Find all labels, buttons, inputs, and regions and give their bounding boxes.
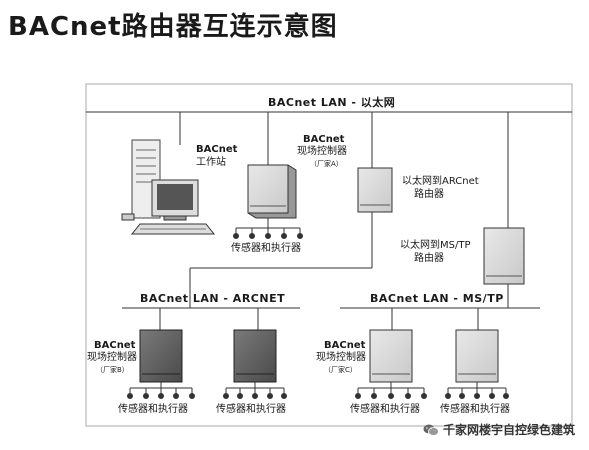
router-mstp-label-1: 以太网到MS/TP	[400, 240, 471, 251]
sensors-bottom	[127, 382, 509, 399]
controller-b-vendor: （厂家B）	[96, 366, 129, 374]
controller-b-label-2: 现场控制器	[87, 352, 137, 363]
sensors-b2-label: 传感器和执行器	[216, 404, 286, 415]
arcnet-label: BACnet LAN - ARCNET	[140, 292, 286, 305]
page-title: BACnet路由器互连示意图	[8, 12, 338, 42]
sensors-b-label: 传感器和执行器	[118, 404, 188, 415]
controller-c2-box	[455, 329, 499, 383]
router-arcnet-label-2: 路由器	[414, 189, 444, 200]
wechat-icon	[423, 424, 439, 436]
router-arcnet-label-1: 以太网到ARCnet	[402, 176, 479, 187]
controller-b2-box	[233, 329, 277, 383]
controller-a-label-1: BACnet	[303, 134, 345, 145]
ethernet-bus	[86, 111, 572, 228]
controller-c-label-1: BACnet	[324, 340, 366, 351]
controller-c-box	[369, 329, 413, 383]
router-mstp-label-2: 路由器	[414, 253, 444, 264]
controller-b-box	[139, 329, 183, 383]
controller-a-label-2: 现场控制器	[297, 146, 347, 157]
router-mstp-box	[483, 227, 525, 285]
mstp-bus	[340, 284, 540, 330]
watermark-text: 千家网楼宇自控绿色建筑	[442, 423, 575, 437]
sensors-a-label: 传感器和执行器	[231, 243, 301, 254]
controller-b-label-1: BACnet	[94, 340, 136, 351]
controller-c-label-2: 现场控制器	[316, 352, 366, 363]
mstp-label: BACnet LAN - MS/TP	[370, 292, 504, 305]
workstation-label-2: 工作站	[196, 157, 226, 168]
ethernet-label: BACnet LAN - 以太网	[268, 96, 396, 109]
workstation-label-1: BACnet	[196, 144, 238, 155]
sensors-c2-label: 传感器和执行器	[440, 404, 510, 415]
controller-a-vendor: （厂家A）	[310, 160, 343, 168]
sensors-a	[233, 218, 303, 239]
controller-a-box	[247, 164, 297, 219]
controller-c-vendor: （厂家C）	[324, 366, 357, 374]
router-arcnet-box	[357, 167, 393, 213]
watermark: 千家网楼宇自控绿色建筑	[423, 421, 575, 438]
sensors-c-label: 传感器和执行器	[350, 404, 420, 415]
arcnet-bus	[122, 212, 373, 330]
workstation	[121, 139, 216, 235]
